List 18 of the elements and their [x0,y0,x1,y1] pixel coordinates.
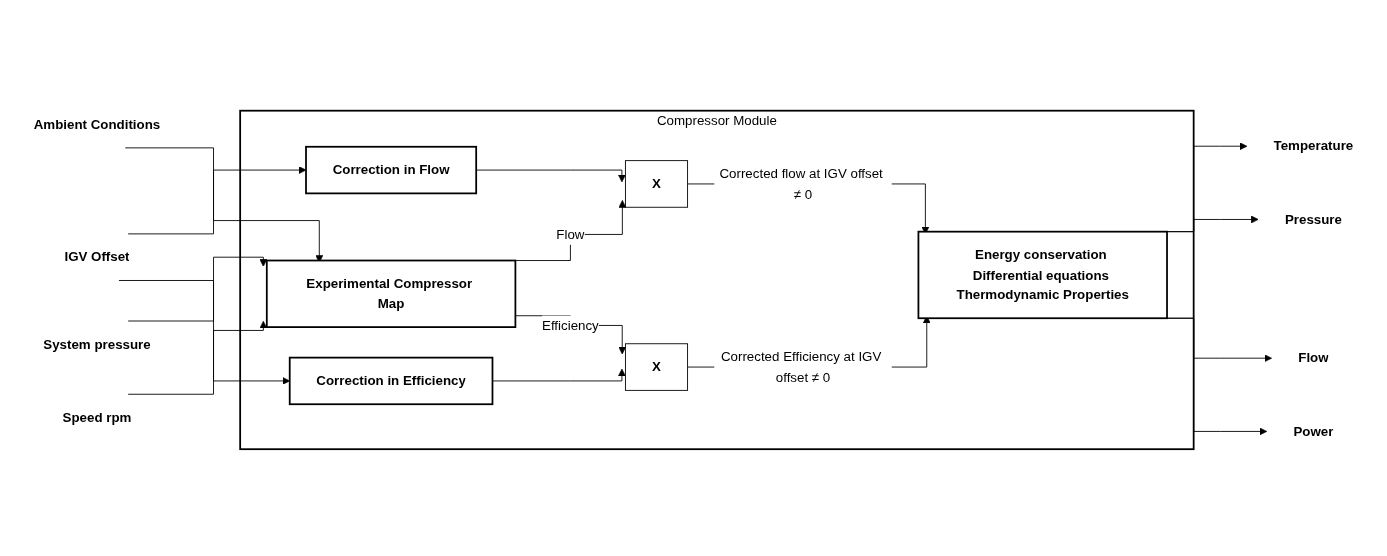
node-box: Correction in Efficiency [288,356,494,406]
edge-label: Corrected flow at IGV offset ≠ 0 [719,165,883,201]
node-text: Ambient Conditions [33,116,161,132]
node-box: X [624,160,689,208]
node-box: Experimental Compressor Map [265,259,517,328]
node-text: IGV Offset [64,248,130,265]
node-text: Flow [1298,349,1329,366]
edge-label: Corrected Efficiency at IGV offset ≠ 0 [720,348,882,384]
node-text: System pressure [43,336,151,352]
node-text: Temperature [1273,138,1354,154]
edge-label: Efficiency [542,317,599,333]
node-text: Pressure [1284,211,1342,227]
node-text: Power [1293,423,1334,439]
node-box: Energy conservation Differential equations Thermodynamic Properties [917,230,1168,320]
node-box: Correction in Flow [305,145,478,195]
node-box: X [624,343,689,391]
edge-label: Flow [556,226,585,242]
node-text: Speed rpm [62,409,132,425]
